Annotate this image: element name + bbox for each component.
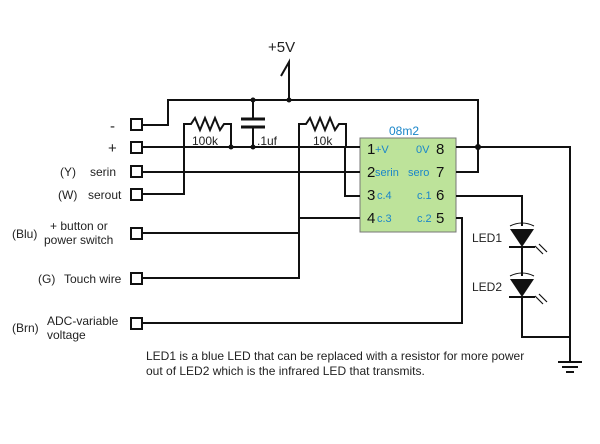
chip-body	[359, 137, 457, 233]
pin-7-8-wire	[456, 146, 479, 173]
supply-arrow	[280, 58, 290, 100]
led1-icon	[510, 229, 534, 247]
serout-prefix: (W)	[58, 188, 77, 202]
adc-wire	[142, 217, 463, 324]
note-text: LED1 is a blue LED that can be replaced …	[146, 349, 525, 378]
pin-3-name: c.4	[377, 190, 392, 202]
serout-label: serout	[88, 188, 122, 202]
pin-3-wire	[344, 147, 360, 197]
terminal-plus[interactable]	[130, 141, 143, 154]
pin-6-wire	[456, 195, 523, 226]
terminal-serin[interactable]	[130, 165, 143, 178]
touch-wire	[142, 217, 360, 279]
pin-6-name: c.1	[417, 190, 432, 202]
ground-icon	[558, 361, 582, 373]
pin-1-number: 1	[367, 141, 375, 158]
pin-8-number: 8	[436, 141, 444, 158]
button-prefix: (Blu)	[12, 227, 37, 241]
supply-label: +5V	[268, 39, 295, 56]
resistor-100k	[183, 115, 232, 147]
serout-wire	[142, 147, 185, 195]
touch-prefix: (G)	[38, 272, 55, 286]
terminal-serout[interactable]	[130, 188, 143, 201]
serin-prefix: (Y)	[60, 165, 76, 179]
chip-title: 08m2	[389, 124, 419, 138]
led2-label: LED2	[472, 280, 502, 294]
adc-prefix: (Brn)	[12, 321, 39, 335]
terminal-button[interactable]	[130, 227, 143, 240]
ground-wire	[478, 146, 571, 362]
pin-8-name: 0V	[416, 144, 430, 156]
touch-label: Touch wire	[64, 272, 122, 286]
adc-label-line2: voltage	[47, 328, 86, 342]
button-label-line2: power switch	[44, 233, 113, 247]
pin-3-number: 3	[367, 187, 375, 204]
button-label-line1: + button or	[50, 219, 108, 233]
pin-6-number: 6	[436, 187, 444, 204]
resistor-100k-label: 100k	[192, 134, 219, 148]
top-rail	[142, 99, 479, 147]
pin-4-name: c.3	[377, 213, 392, 225]
adc-label-line1: ADC-variable	[47, 314, 119, 328]
button-wire	[142, 147, 300, 234]
terminal-plus-label: +	[108, 140, 117, 157]
junction-dot	[475, 144, 481, 150]
led2-icon	[510, 279, 534, 297]
pin-2-number: 2	[367, 164, 375, 181]
resistor-10k-label: 10k	[313, 134, 333, 148]
pin-4-number: 4	[367, 210, 375, 227]
resistor-10k	[298, 115, 347, 147]
terminal-minus-label: -	[110, 118, 115, 135]
capacitor-label: .1uf	[257, 134, 278, 148]
pin-1-name: +V	[375, 144, 389, 156]
terminal-minus[interactable]	[130, 118, 143, 131]
pin-5-number: 5	[436, 210, 444, 227]
pin-5-name: c.2	[417, 213, 432, 225]
serin-label: serin	[90, 165, 116, 179]
terminal-touch[interactable]	[130, 272, 143, 285]
led1-label: LED1	[472, 231, 502, 245]
pin-7-number: 7	[436, 164, 444, 181]
terminal-adc[interactable]	[130, 317, 143, 330]
pin-2-name: serin	[375, 167, 399, 179]
pin-7-name: sero	[408, 167, 429, 179]
